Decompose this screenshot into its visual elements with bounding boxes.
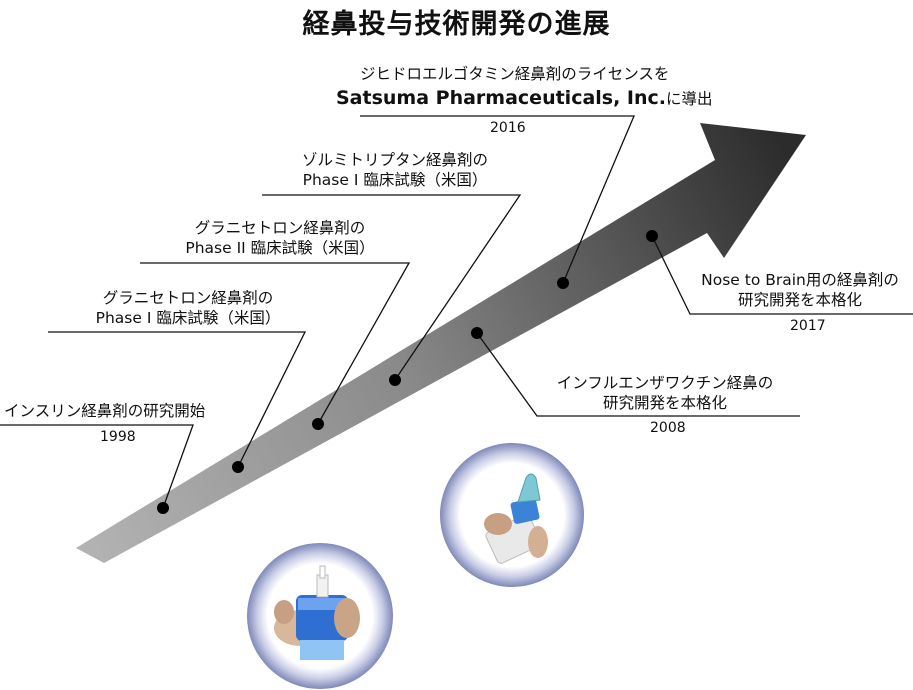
year-2017: 2017 bbox=[790, 318, 826, 334]
dot-granisetron-phase1 bbox=[232, 461, 244, 473]
milestone-zolmitriptan: ゾルミトリプタン経鼻剤の Phase I 臨床試験（米国） bbox=[280, 150, 510, 190]
granisetron-phase2-line1: グラニセトロン経鼻剤の bbox=[170, 218, 390, 238]
year-2008: 2008 bbox=[650, 420, 686, 436]
milestone-2016-line2: Satsuma Pharmaceuticals, Inc.に導出 bbox=[336, 88, 713, 109]
nasal-applicator-photo bbox=[440, 443, 584, 587]
dot-2008 bbox=[471, 327, 483, 339]
year-1998: 1998 bbox=[100, 429, 136, 445]
nasal-spray-device-photo bbox=[247, 543, 393, 689]
page-title: 経鼻投与技術開発の進展 bbox=[0, 2, 913, 41]
year-2016: 2016 bbox=[490, 120, 526, 136]
dot-zolmitriptan bbox=[389, 374, 401, 386]
granisetron-phase1-line1: グラニセトロン経鼻剤の bbox=[78, 288, 298, 308]
dot-1998 bbox=[157, 502, 169, 514]
granisetron-phase2-line2: Phase II 臨床試験（米国） bbox=[170, 238, 390, 258]
zolmitriptan-line1: ゾルミトリプタン経鼻剤の bbox=[280, 150, 510, 170]
milestone-granisetron-phase1: グラニセトロン経鼻剤の Phase I 臨床試験（米国） bbox=[78, 288, 298, 328]
dot-2017 bbox=[646, 230, 658, 242]
milestone-2016-suffix: に導出 bbox=[666, 90, 713, 108]
company-name: Satsuma Pharmaceuticals, Inc. bbox=[336, 87, 666, 109]
milestone-2016-line1: ジヒドロエルゴタミン経鼻剤のライセンスを bbox=[360, 64, 669, 84]
milestone-influenza: インフルエンザワクチン経鼻の 研究開発を本格化 bbox=[540, 373, 790, 413]
dot-granisetron-phase2 bbox=[312, 418, 324, 430]
zolmitriptan-line2: Phase I 臨床試験（米国） bbox=[280, 170, 510, 190]
influenza-line2: 研究開発を本格化 bbox=[540, 393, 790, 413]
nose-to-brain-line2: 研究開発を本格化 bbox=[690, 290, 910, 310]
granisetron-phase1-line2: Phase I 臨床試験（米国） bbox=[78, 308, 298, 328]
influenza-line1: インフルエンザワクチン経鼻の bbox=[540, 373, 790, 393]
milestone-1998-label: インスリン経鼻剤の研究開始 bbox=[4, 401, 205, 421]
milestone-granisetron-phase2: グラニセトロン経鼻剤の Phase II 臨床試験（米国） bbox=[170, 218, 390, 258]
milestone-nose-to-brain: Nose to Brain用の経鼻剤の 研究開発を本格化 bbox=[690, 270, 910, 310]
nose-to-brain-line1: Nose to Brain用の経鼻剤の bbox=[690, 270, 910, 290]
dot-2016 bbox=[557, 277, 569, 289]
